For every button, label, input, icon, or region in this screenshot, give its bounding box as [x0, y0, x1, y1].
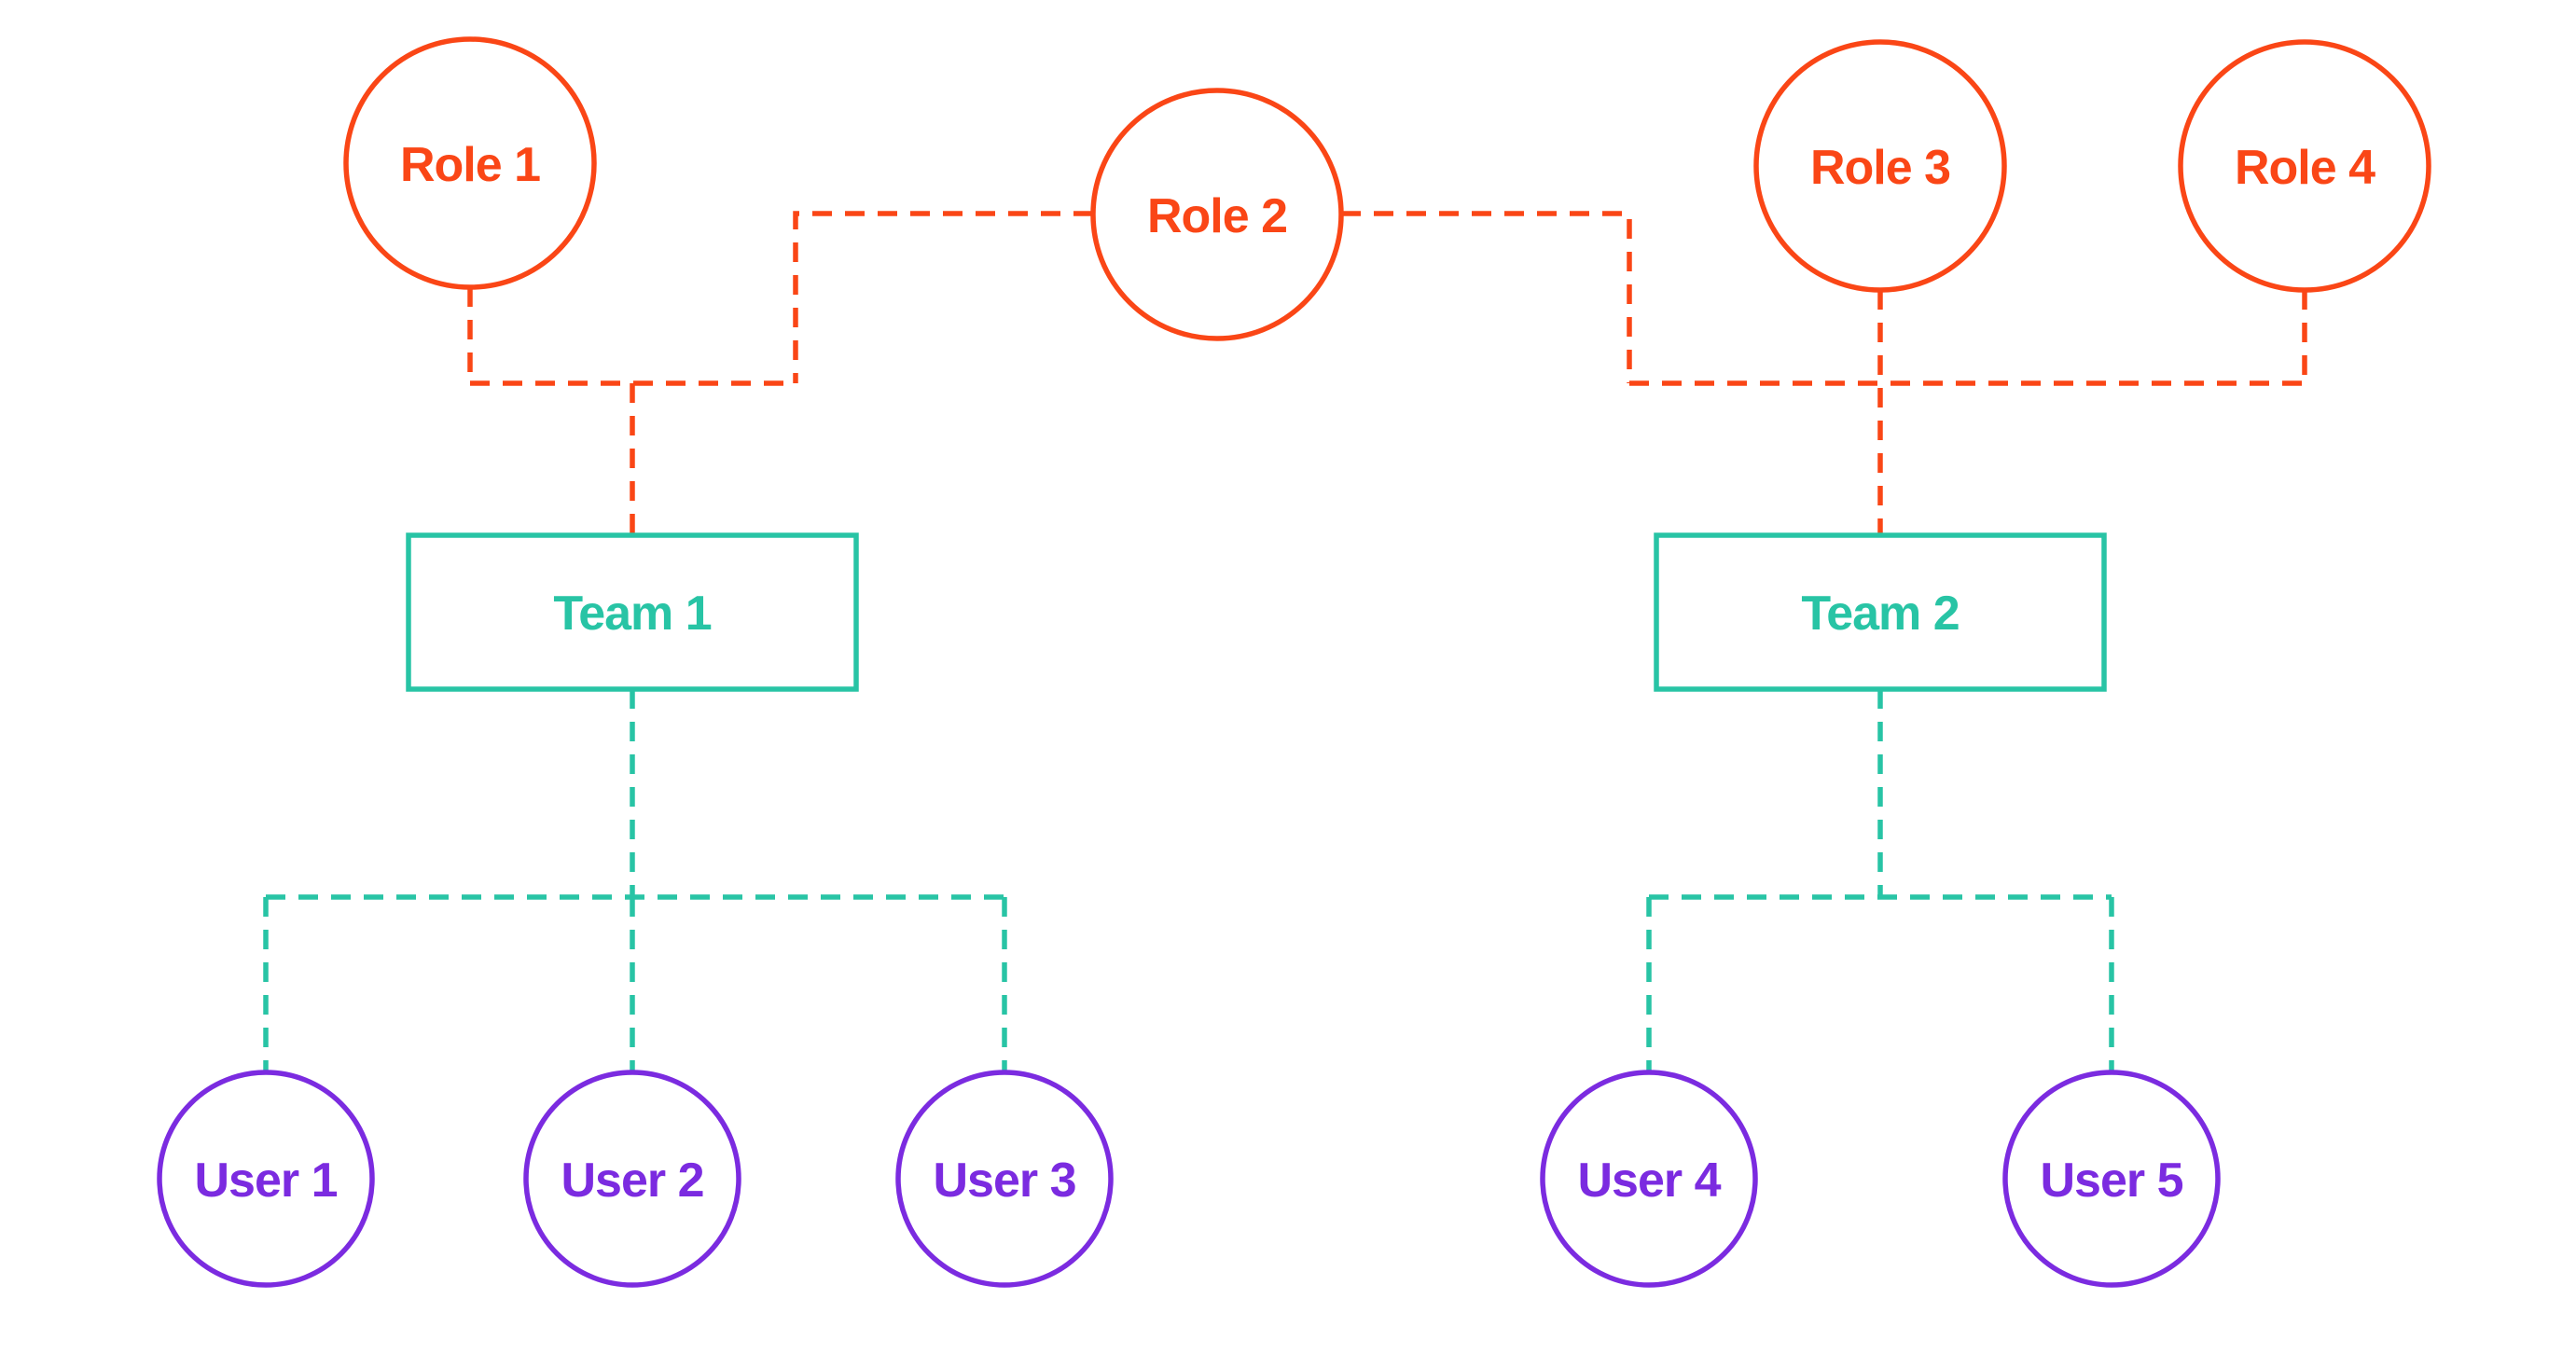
user-4-label: User 4: [1578, 1154, 1722, 1208]
team-node-2: Team 2: [1654, 532, 2107, 692]
role-node-3: Role 3: [1753, 39, 2007, 293]
role-node-1: Role 1: [343, 36, 597, 290]
user-node-1: User 1: [157, 1070, 375, 1288]
user-node-3: User 3: [895, 1070, 1114, 1288]
role-node-2: Role 2: [1090, 88, 1344, 341]
role-team-edges: [467, 211, 2307, 535]
role-4-circle: [2178, 39, 2431, 293]
user-node-5: User 5: [2002, 1070, 2221, 1288]
role-3-circle: [1753, 39, 2007, 293]
role-node-4: Role 4: [2178, 39, 2431, 293]
role-4-label: Role 4: [2235, 141, 2375, 195]
edge-role2-right-elbow: [1341, 211, 1632, 383]
user-3-circle: [895, 1070, 1114, 1288]
role-2-circle: [1090, 88, 1344, 341]
user-5-label: User 5: [2041, 1154, 2183, 1208]
team-2-label: Team 2: [1801, 587, 1959, 641]
team-user-edges: [263, 689, 2114, 1072]
user-3-label: User 3: [934, 1154, 1076, 1208]
user-node-2: User 2: [523, 1070, 741, 1288]
user-node-4: User 4: [1540, 1070, 1758, 1288]
role-3-label: Role 3: [1810, 141, 1950, 195]
edge-role2-left-elbow: [793, 211, 1093, 383]
team-node-1: Team 1: [406, 532, 859, 692]
role-1-circle: [343, 36, 597, 290]
team-1-label: Team 1: [553, 587, 711, 641]
role-2-label: Role 2: [1147, 189, 1287, 243]
user-4-circle: [1540, 1070, 1758, 1288]
team-2-box: [1654, 532, 2107, 692]
team-1-box: [406, 532, 859, 692]
role-1-label: Role 1: [400, 138, 540, 192]
user-2-circle: [523, 1070, 741, 1288]
user-5-circle: [2002, 1070, 2221, 1288]
user-1-label: User 1: [195, 1154, 338, 1208]
user-1-circle: [157, 1070, 375, 1288]
user-2-label: User 2: [561, 1154, 704, 1208]
